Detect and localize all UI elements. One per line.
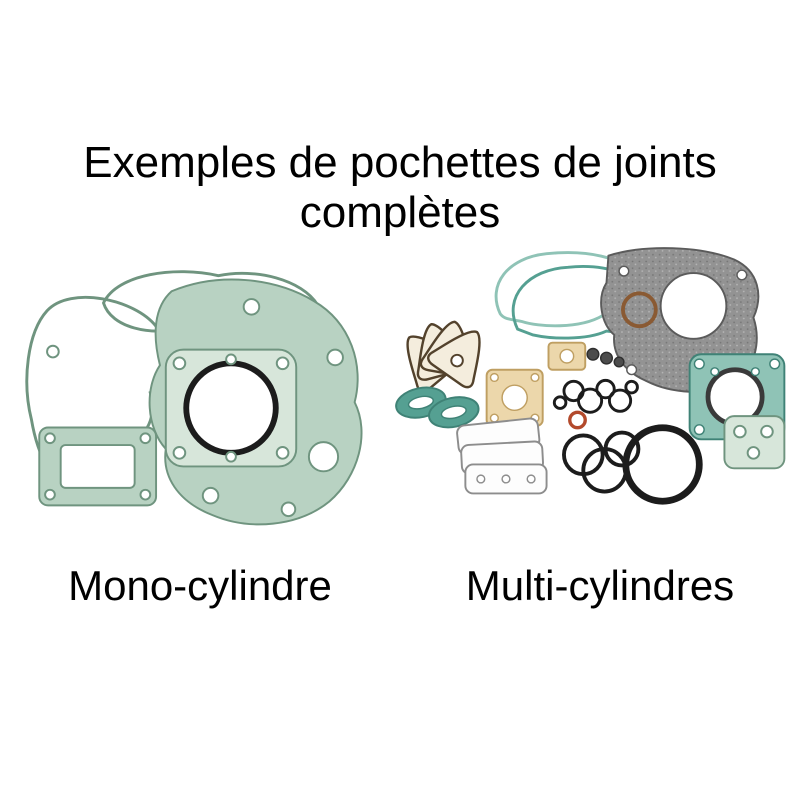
multi-cylinder-figure bbox=[388, 246, 796, 536]
small-o-rings bbox=[552, 378, 639, 414]
white-gasket-stack bbox=[456, 417, 548, 495]
light-side-gasket bbox=[723, 415, 786, 470]
cylinder-head-gasket bbox=[164, 348, 298, 468]
fanned-gasket-stack bbox=[406, 320, 481, 393]
page-title: Exemples de pochettes de joints complète… bbox=[0, 138, 800, 238]
title-line-2: complètes bbox=[299, 188, 501, 237]
mono-cylinder-gaskets-illustration bbox=[25, 270, 363, 526]
washers bbox=[586, 347, 625, 368]
rectangular-frame-gasket bbox=[38, 426, 158, 507]
mono-cylinder-figure bbox=[6, 264, 384, 556]
brown-seal-ring bbox=[621, 291, 658, 329]
large-o-ring bbox=[622, 424, 703, 505]
teal-base-gaskets bbox=[395, 386, 480, 429]
multi-cylinder-gaskets-illustration bbox=[395, 247, 786, 505]
medium-o-rings bbox=[562, 430, 641, 494]
multi-cylinder-label: Multi-cylindres bbox=[465, 562, 735, 609]
title-line-1: Exemples de pochettes de joints bbox=[83, 138, 717, 187]
mono-cylinder-label: Mono-cylindre bbox=[68, 562, 332, 609]
beige-paper-gaskets bbox=[485, 341, 587, 427]
red-o-ring bbox=[568, 410, 587, 430]
